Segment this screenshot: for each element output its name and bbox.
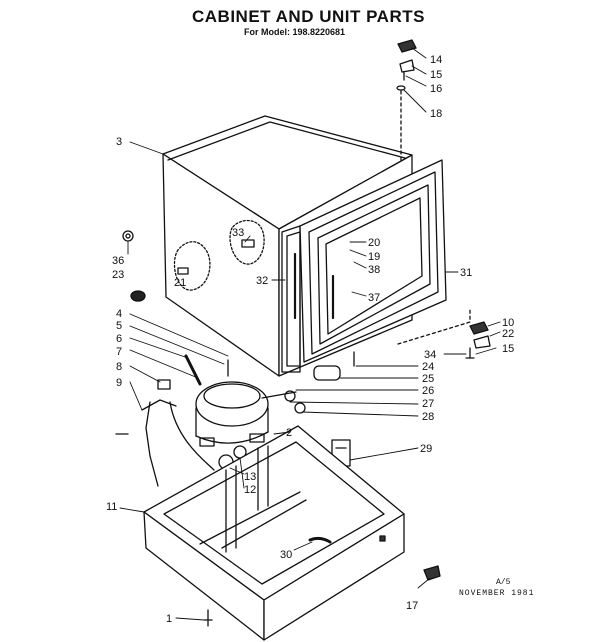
callout-17: 17 — [406, 600, 418, 612]
callout-21: 21 — [174, 277, 186, 289]
callout-29: 29 — [420, 443, 432, 455]
callout-16: 16 — [430, 83, 442, 95]
callout-31: 31 — [460, 267, 472, 279]
base-pan — [143, 425, 441, 641]
callout-37: 37 — [368, 292, 380, 304]
small-parts-left — [122, 230, 255, 302]
compressor — [195, 381, 269, 447]
model-number: For Model: 198.8220681 — [244, 27, 346, 37]
callout-22: 22 — [502, 328, 514, 340]
callout-19: 19 — [368, 251, 380, 263]
callout-13: 13 — [244, 471, 256, 483]
callout-15-lower: 15 — [502, 343, 514, 355]
callout-6: 6 — [116, 333, 122, 345]
callout-2: 2 — [286, 427, 292, 439]
callout-8: 8 — [116, 361, 122, 373]
callout-9: 9 — [116, 377, 122, 389]
callout-3: 3 — [116, 136, 122, 148]
callout-24: 24 — [422, 361, 434, 373]
callout-5: 5 — [116, 320, 122, 332]
callout-33: 33 — [232, 227, 244, 239]
callout-36: 36 — [112, 255, 124, 267]
callout-7: 7 — [116, 346, 122, 358]
door — [299, 159, 447, 363]
callout-12: 12 — [244, 484, 256, 496]
callout-20: 20 — [368, 237, 380, 249]
inner-frame — [281, 225, 301, 373]
callout-28: 28 — [422, 411, 434, 423]
callout-1: 1 — [166, 613, 172, 625]
callout-23: 23 — [112, 269, 124, 281]
callout-26: 26 — [422, 385, 434, 397]
callout-38: 38 — [368, 264, 380, 276]
callout-27: 27 — [422, 398, 434, 410]
diagram-title: CABINET AND UNIT PARTS — [192, 7, 425, 26]
leader-lines — [119, 47, 501, 621]
callout-labels: 14 15 16 18 3 20 19 38 33 36 23 21 32 37… — [106, 54, 514, 625]
callout-10: 10 — [502, 317, 514, 329]
revision-code: A/5 — [496, 578, 511, 587]
callout-34: 34 — [424, 349, 436, 361]
callout-14: 14 — [430, 54, 442, 66]
top-hinge-parts — [396, 39, 417, 161]
callout-25: 25 — [422, 373, 434, 385]
bottom-hinge-parts — [397, 307, 491, 359]
callout-30: 30 — [280, 549, 292, 561]
callout-4: 4 — [116, 308, 122, 320]
callout-11: 11 — [106, 501, 117, 513]
callout-15: 15 — [430, 69, 442, 81]
callout-32: 32 — [256, 275, 268, 287]
diagram-date: NOVEMBER 1981 — [459, 589, 535, 598]
callout-18: 18 — [430, 108, 442, 120]
